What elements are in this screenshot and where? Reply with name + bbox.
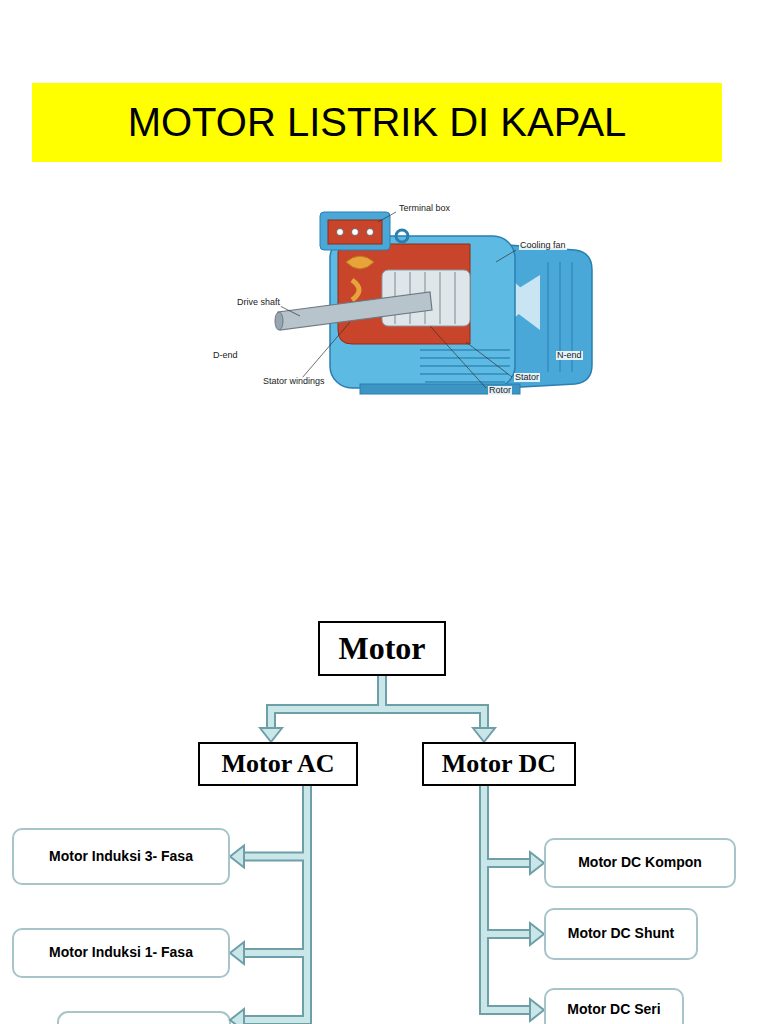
arrow-head <box>230 1009 244 1024</box>
part-label: Cooling fan <box>519 241 567 250</box>
node-label: Motor DC Shunt <box>568 926 675 941</box>
connector-fills <box>244 676 530 1020</box>
title: MOTOR LISTRIK DI KAPAL <box>128 100 627 145</box>
type-box: Motor Induksi 1- Fasa <box>12 928 230 978</box>
drive-shaft <box>278 292 432 330</box>
arrow-head <box>230 846 244 868</box>
leader-lines <box>276 212 516 388</box>
winding-end <box>352 280 359 300</box>
connector <box>484 786 530 1010</box>
connector <box>271 676 382 728</box>
connector <box>382 676 484 728</box>
trunk-extension <box>244 930 307 1020</box>
arrow-head <box>230 942 244 964</box>
category-box: Motor DC <box>422 742 576 786</box>
connector <box>484 786 530 863</box>
title-band: MOTOR LISTRIK DI KAPAL <box>32 83 722 162</box>
connector-outline <box>484 786 530 934</box>
type-box: Motor DC Kompon <box>544 838 736 888</box>
arrow-head <box>530 923 544 945</box>
motor-feet <box>360 384 520 394</box>
shaft-end <box>275 312 283 330</box>
arrow-head <box>530 999 544 1021</box>
part-label: Drive shaft <box>236 298 281 307</box>
connector-outline <box>382 676 484 728</box>
node-label: Motor Induksi 3- Fasa <box>49 849 193 864</box>
arrow-head <box>260 728 282 742</box>
lifting-eye <box>396 230 408 242</box>
cut-off-box <box>58 1012 230 1024</box>
node-label: Motor DC Seri <box>567 1002 660 1017</box>
connector-outline <box>244 786 307 953</box>
node-label: Motor AC <box>222 750 335 779</box>
category-box: Motor <box>318 621 446 676</box>
part-label: Terminal box <box>398 204 451 213</box>
node-label: Motor Induksi 1- Fasa <box>49 945 193 960</box>
type-box: Motor DC Shunt <box>544 908 698 960</box>
connector-outline <box>484 786 530 863</box>
node-label: Motor <box>338 631 425 666</box>
part-label: Rotor <box>488 386 512 395</box>
part-label: Stator <box>514 373 540 382</box>
arrow-head <box>473 728 495 742</box>
part-label: Stator windings <box>262 377 326 386</box>
connector <box>244 786 307 857</box>
node-label: Motor DC <box>442 750 556 779</box>
arrow-head <box>530 852 544 874</box>
connector <box>244 786 307 953</box>
cooling-fins <box>420 350 510 382</box>
terminals <box>337 229 374 236</box>
node-label: Motor DC Kompon <box>578 855 702 870</box>
category-box: Motor AC <box>198 742 358 786</box>
trunk-extension <box>244 930 307 1020</box>
type-box: Motor Induksi 3- Fasa <box>12 828 230 885</box>
connector-outline <box>484 786 530 1010</box>
type-box: Motor DC Seri <box>544 988 684 1024</box>
terminal-box-inner <box>328 220 382 244</box>
stator-core <box>338 244 470 344</box>
connector <box>484 786 530 934</box>
connector-outline <box>271 676 382 728</box>
part-label: D-end <box>212 351 239 360</box>
connector-outline <box>244 786 307 857</box>
terminal-box <box>320 212 390 250</box>
connector-outlines <box>244 676 530 1020</box>
part-label: N-end <box>556 351 583 360</box>
